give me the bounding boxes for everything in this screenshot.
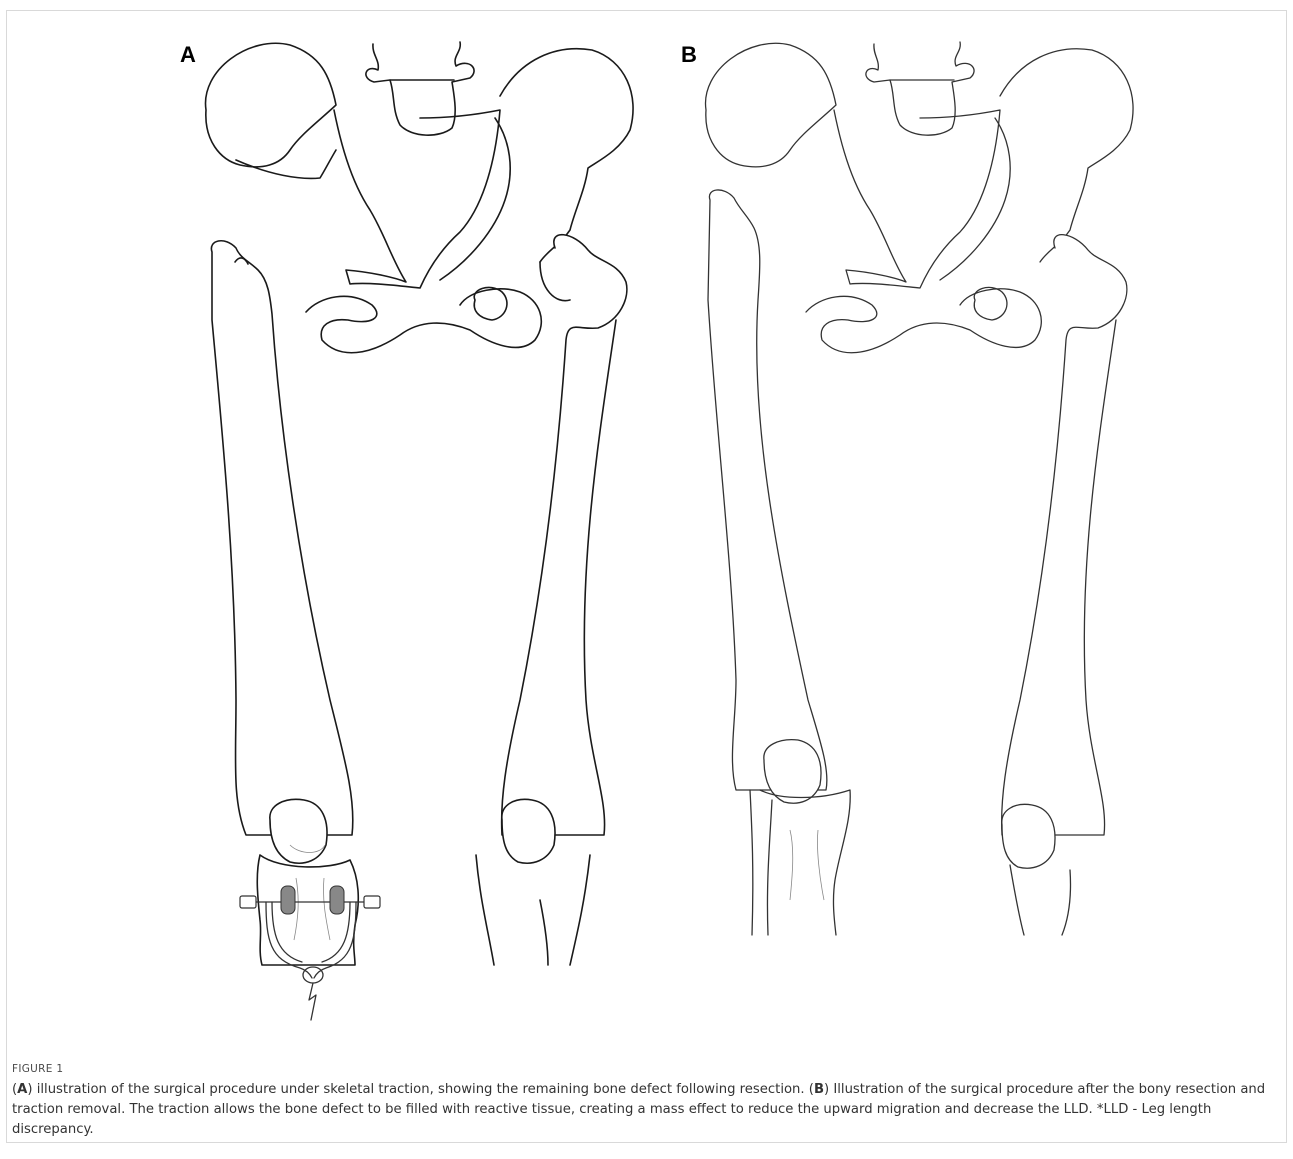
caption-b-label: B (814, 1082, 824, 1097)
panel-a-label: A (180, 42, 196, 68)
figure-number-label: FIGURE 1 (12, 1063, 63, 1075)
caption-a-label: A (17, 1082, 27, 1097)
figure-caption: (A) illustration of the surgical procedu… (12, 1080, 1274, 1140)
panel-a-illustration: A (0, 0, 640, 1050)
panel-b-illustration: B (640, 0, 1293, 1050)
caption-a-text: ) illustration of the surgical procedure… (27, 1082, 814, 1097)
panel-b-label: B (681, 42, 697, 68)
